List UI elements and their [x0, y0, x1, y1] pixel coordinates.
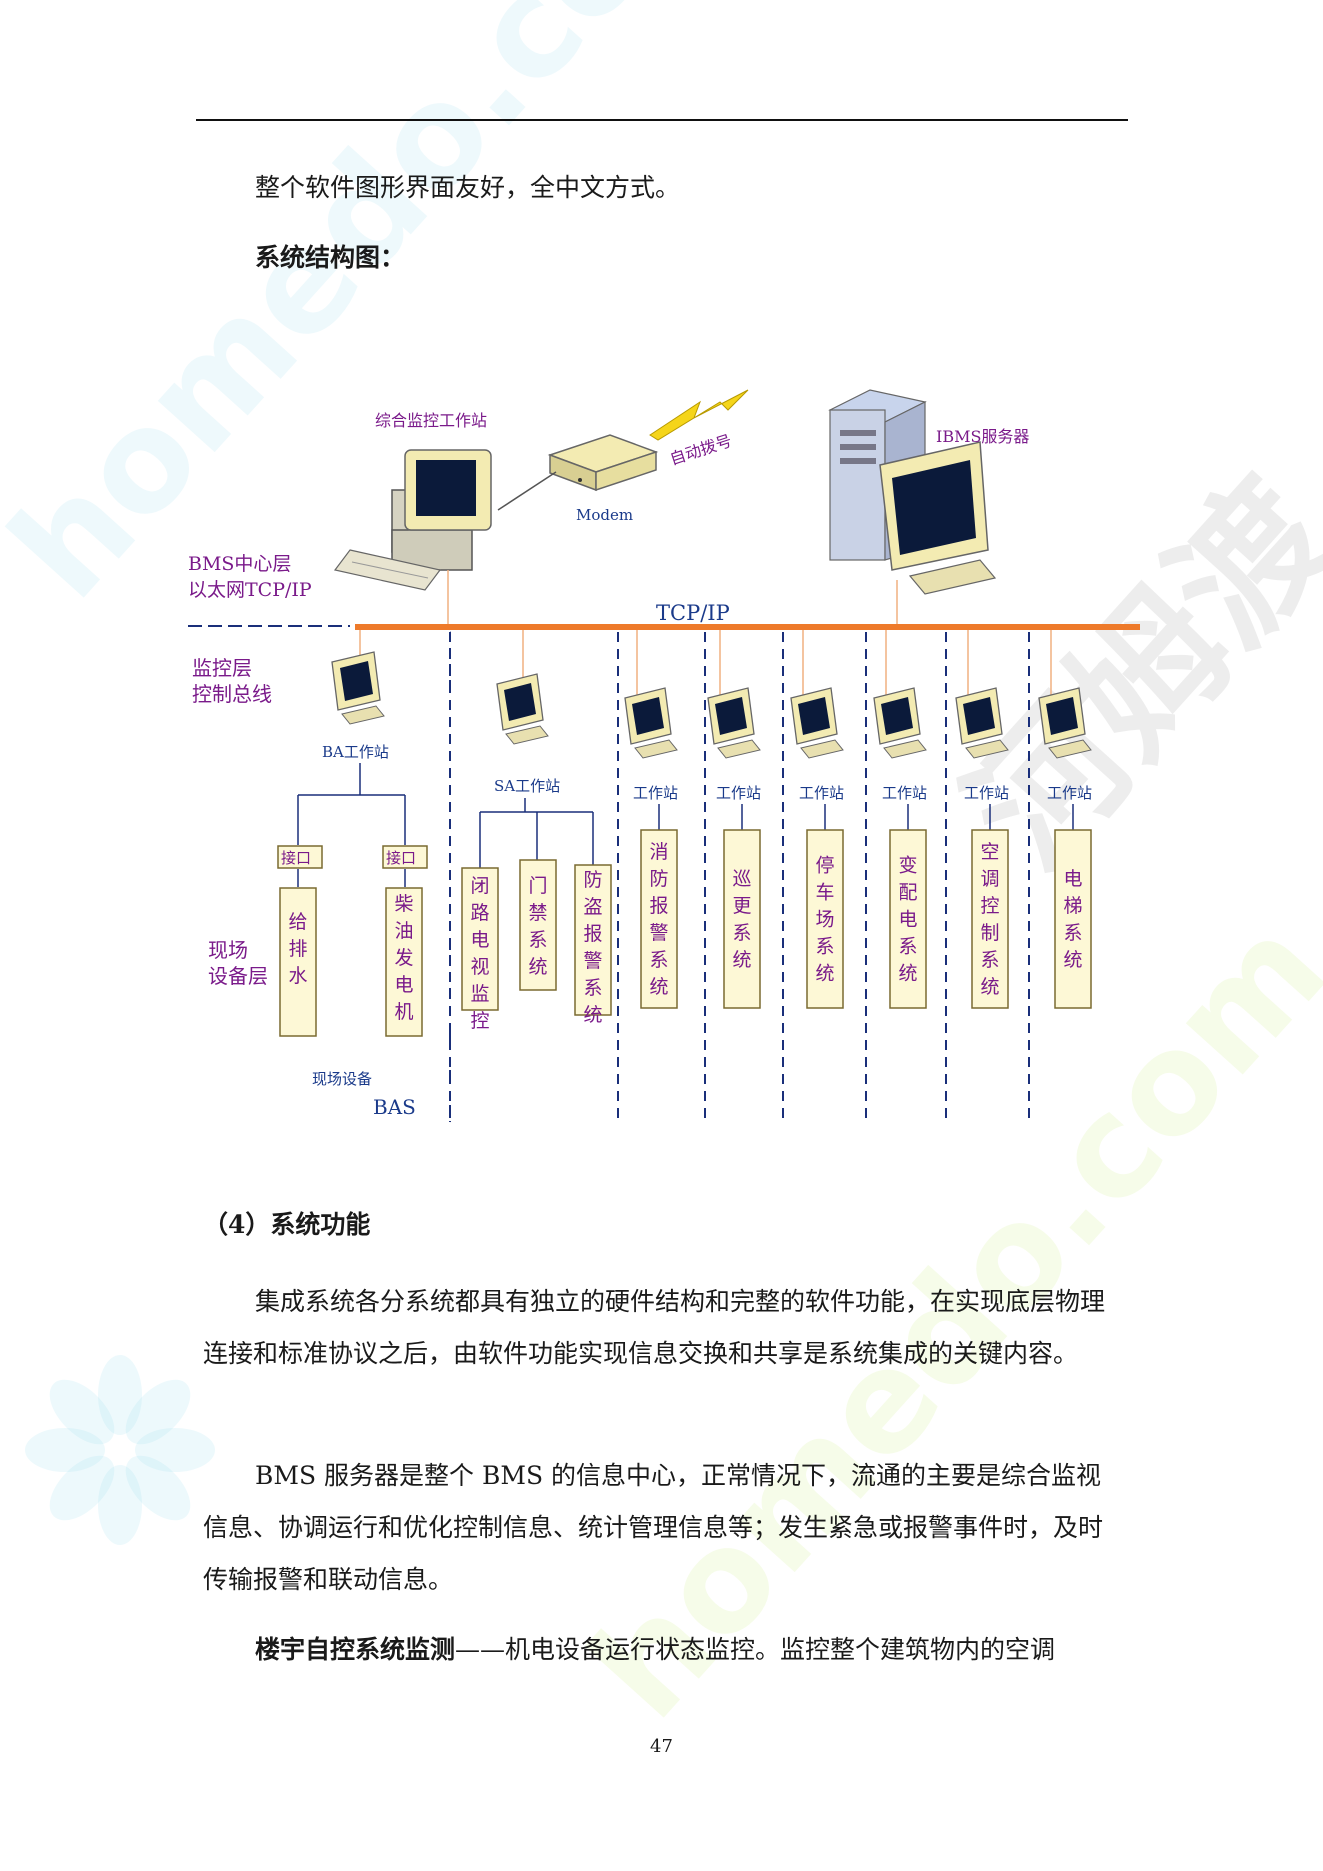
monitor-base-0: [634, 739, 678, 759]
system-label-5: 电梯系统: [1063, 868, 1082, 971]
workstation-label-4: 工作站: [964, 784, 1009, 802]
sa-workstation-monitor-icon: [496, 673, 549, 745]
system-box-4: [971, 829, 1009, 1009]
column-dividers-main: [449, 632, 1030, 1125]
bas-monitoring-term: 楼宇自控系统监测: [255, 1635, 456, 1664]
ba-system-box-2: [385, 887, 423, 1037]
sa-system-box-2: [519, 859, 557, 991]
monitor-base-3: [883, 739, 927, 759]
sa-system-box-3: [574, 864, 612, 1016]
monitor-base-2: [800, 739, 844, 759]
functions-paragraph-1: 集成系统各分系统都具有独立的硬件结构和完整的软件功能，在实现底层物理连接和标准协…: [203, 1287, 1106, 1368]
sa-system-label-1: 闭路电视监控: [470, 875, 489, 1032]
workstation-label-5: 工作站: [1047, 784, 1092, 802]
sa-system-box-1: [461, 867, 499, 1011]
bms-layer-label-1: BMS中心层: [188, 553, 291, 575]
monitor-screen-1: [715, 697, 747, 735]
lightning-icon: [649, 389, 749, 441]
ba-tree-lines: [297, 763, 406, 887]
field-layer-label-1: 现场: [208, 938, 248, 962]
system-label-4: 空调控制系统: [980, 841, 999, 998]
system-label-2: 停车场系统: [815, 855, 834, 985]
watermark-flower-icon: [25, 1355, 215, 1545]
monitor-base-4: [965, 739, 1009, 759]
ba-interface-box-1: [277, 845, 323, 869]
system-label-3: 变配电系统: [898, 855, 917, 985]
modem-label: Modem: [576, 506, 633, 524]
system-box-2: [806, 829, 844, 1009]
system-box-0: [640, 829, 678, 1009]
sa-station-label: SA工作站: [494, 777, 560, 795]
functions-paragraph-2: BMS 服务器是整个 BMS 的信息中心，正常情况下，流通的主要是综合监视信息、…: [203, 1461, 1104, 1594]
ba-system-box-1: [279, 887, 317, 1037]
monitor-base-1: [717, 739, 761, 759]
workstation-modem-link: [497, 471, 557, 511]
workstation-label-0: 工作站: [633, 784, 678, 802]
ba-interface-label-2: 接口: [386, 849, 416, 867]
bas-monitoring-description: ——机电设备运行状态监控。监控整个建筑物内的空调: [455, 1635, 1056, 1664]
tcpip-label: TCP/IP: [656, 601, 730, 625]
ba-interface-box-2: [382, 845, 428, 869]
ibms-server-icon: [828, 389, 997, 595]
monitor-screen-2: [798, 697, 830, 735]
tcpip-bus: [355, 624, 1140, 630]
header-rule: [196, 119, 1128, 121]
system-box-5: [1054, 829, 1092, 1009]
monitor-layer-label-2: 控制总线: [192, 682, 272, 706]
functions-paragraph-3: 楼宇自控系统监测——机电设备运行状态监控。监控整个建筑物内的空调: [203, 1624, 1125, 1676]
monitor-screen-0: [632, 697, 664, 735]
structure-heading: 系统结构图：: [255, 243, 406, 272]
monitor-layer-label-1: 监控层: [192, 656, 252, 680]
monitor-screen-3: [881, 697, 913, 735]
autodial-label: 自动拨号: [667, 431, 734, 469]
ba-interface-label-1: 接口: [281, 849, 311, 867]
modem-icon: [547, 434, 659, 492]
main-workstation-computer-icon: [333, 449, 492, 591]
field-device-label: 现场设备: [312, 1070, 372, 1088]
system-box-1: [723, 829, 761, 1009]
system-box-3: [889, 829, 927, 1009]
ba-system-label-2: 柴油发电机: [394, 893, 413, 1023]
workstation-label-3: 工作站: [882, 784, 927, 802]
sa-tree-lines: [479, 798, 594, 868]
main-workstation-label: 综合监控工作站: [375, 411, 487, 430]
field-layer-label-2: 设备层: [208, 964, 268, 988]
sa-system-label-3: 防盗报警系统: [583, 869, 602, 1026]
ba-station-label: BA工作站: [322, 743, 389, 761]
monitor-base-5: [1048, 739, 1092, 759]
system-structure-diagram: BMS中心层 以太网TCP/IP 监控层 控制总线 现场 设备层 综合监控工作站…: [188, 389, 1140, 1125]
page-number: 47: [650, 1736, 673, 1757]
ba-workstation-monitor-icon: [331, 651, 385, 725]
system-label-1: 巡更系统: [732, 868, 751, 971]
server-label: IBMS服务器: [936, 427, 1029, 446]
system-label-0: 消防报警系统: [649, 841, 668, 998]
bms-layer-label-2: 以太网TCP/IP: [188, 579, 312, 601]
sa-system-label-2: 门禁系统: [528, 875, 547, 978]
functions-heading: （4）系统功能: [203, 1210, 371, 1239]
bas-label: BAS: [373, 1095, 416, 1119]
monitor-screen-5: [1046, 697, 1078, 735]
intro-paragraph: 整个软件图形界面友好，全中文方式。: [255, 173, 681, 202]
workstation-label-1: 工作站: [716, 784, 761, 802]
monitor-screen-4: [963, 697, 995, 735]
workstation-label-2: 工作站: [799, 784, 844, 802]
ba-system-label-1: 给排水: [288, 911, 307, 987]
